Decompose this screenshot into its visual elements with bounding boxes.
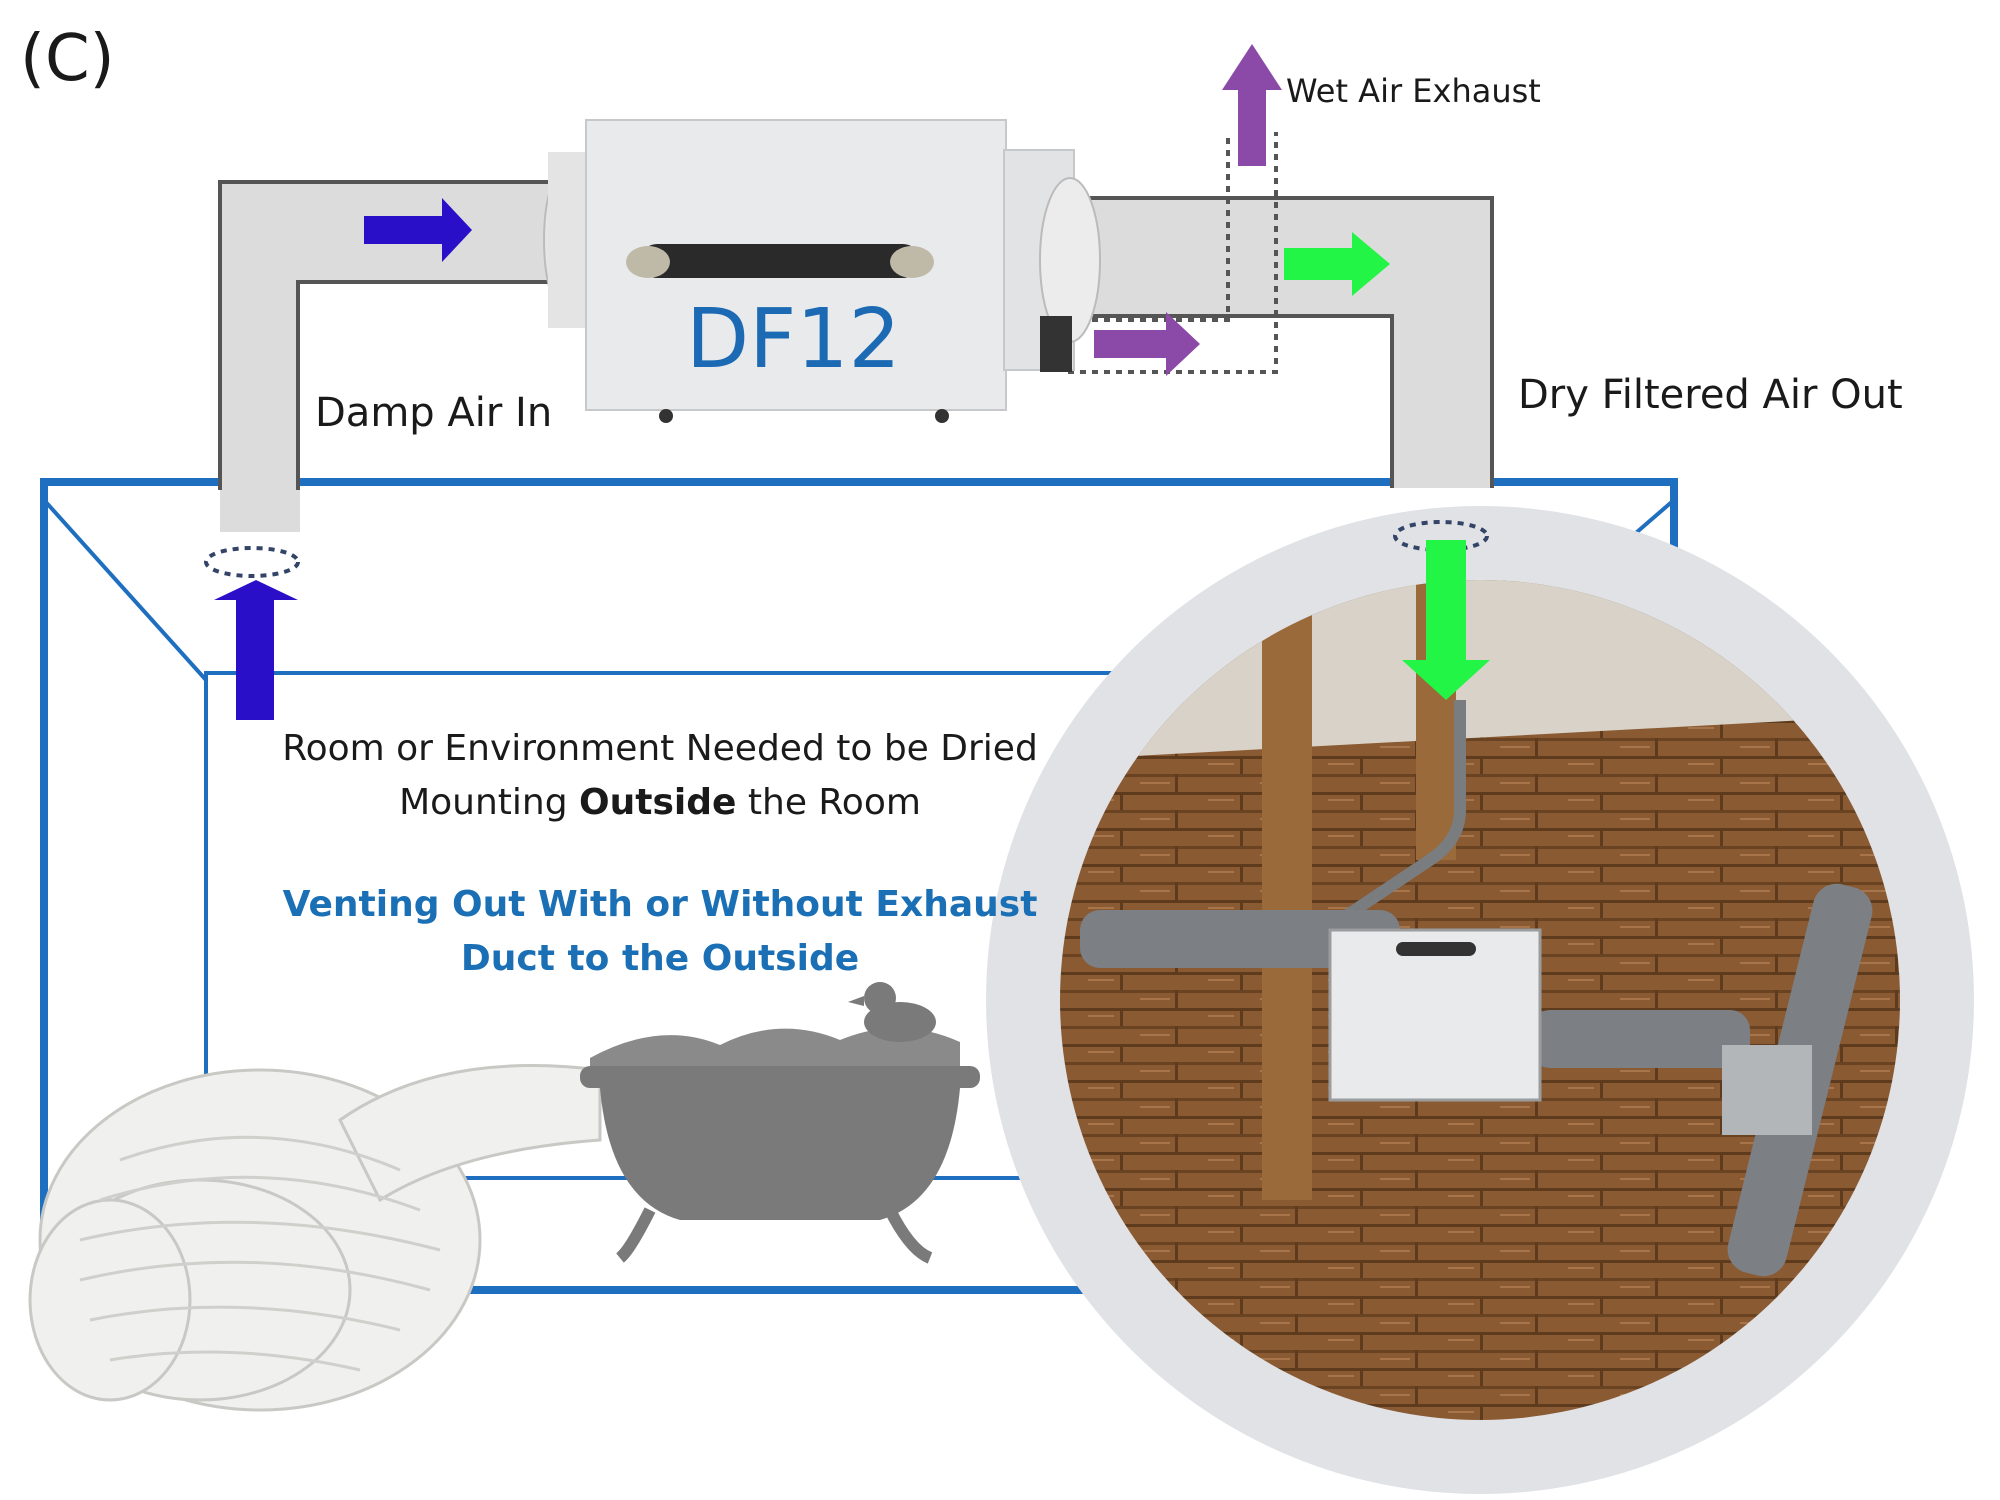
flexible-duct-icon [28,1064,602,1412]
exhaust-arrow-up [1222,44,1282,166]
basement-install-photo [986,506,1974,1494]
inlet-opening-marker [204,546,300,578]
vent-line-1: Venting Out With or Without Exhaust [282,884,1038,925]
room-line-2-bold: Outside [579,782,737,823]
room-line-2-suffix: the Room [736,782,921,823]
exhaust-duct [1068,132,1278,374]
vent-line-2: Duct to the Outside [460,938,860,979]
damp-air-arrow-top [364,198,472,262]
panel-label: (C) [20,22,115,96]
damp-air-in-label: Damp Air In [315,390,553,436]
dehumidifier-unit [543,119,1101,423]
damp-air-arrow-up [214,580,298,720]
room-line-1: Room or Environment Needed to be Dried [282,728,1038,769]
dry-air-arrow-down [1402,540,1490,700]
unit-model-label: DF12 [686,292,901,387]
bathtub-icon [580,1027,980,1264]
room-line-2: Mounting Outside the Room [220,776,1100,830]
dry-air-arrow-right [1284,232,1390,296]
wet-air-exhaust-label: Wet Air Exhaust [1286,72,1541,110]
rubber-duck-icon [848,982,936,1042]
exhaust-arrow-right [1094,312,1200,376]
room-description: Room or Environment Needed to be Dried M… [220,722,1100,830]
dry-filtered-air-out-label: Dry Filtered Air Out [1518,372,1903,418]
room-line-2-prefix: Mounting [399,782,580,823]
unit-handle [640,244,920,278]
venting-description: Venting Out With or Without Exhaust Duct… [220,878,1100,986]
